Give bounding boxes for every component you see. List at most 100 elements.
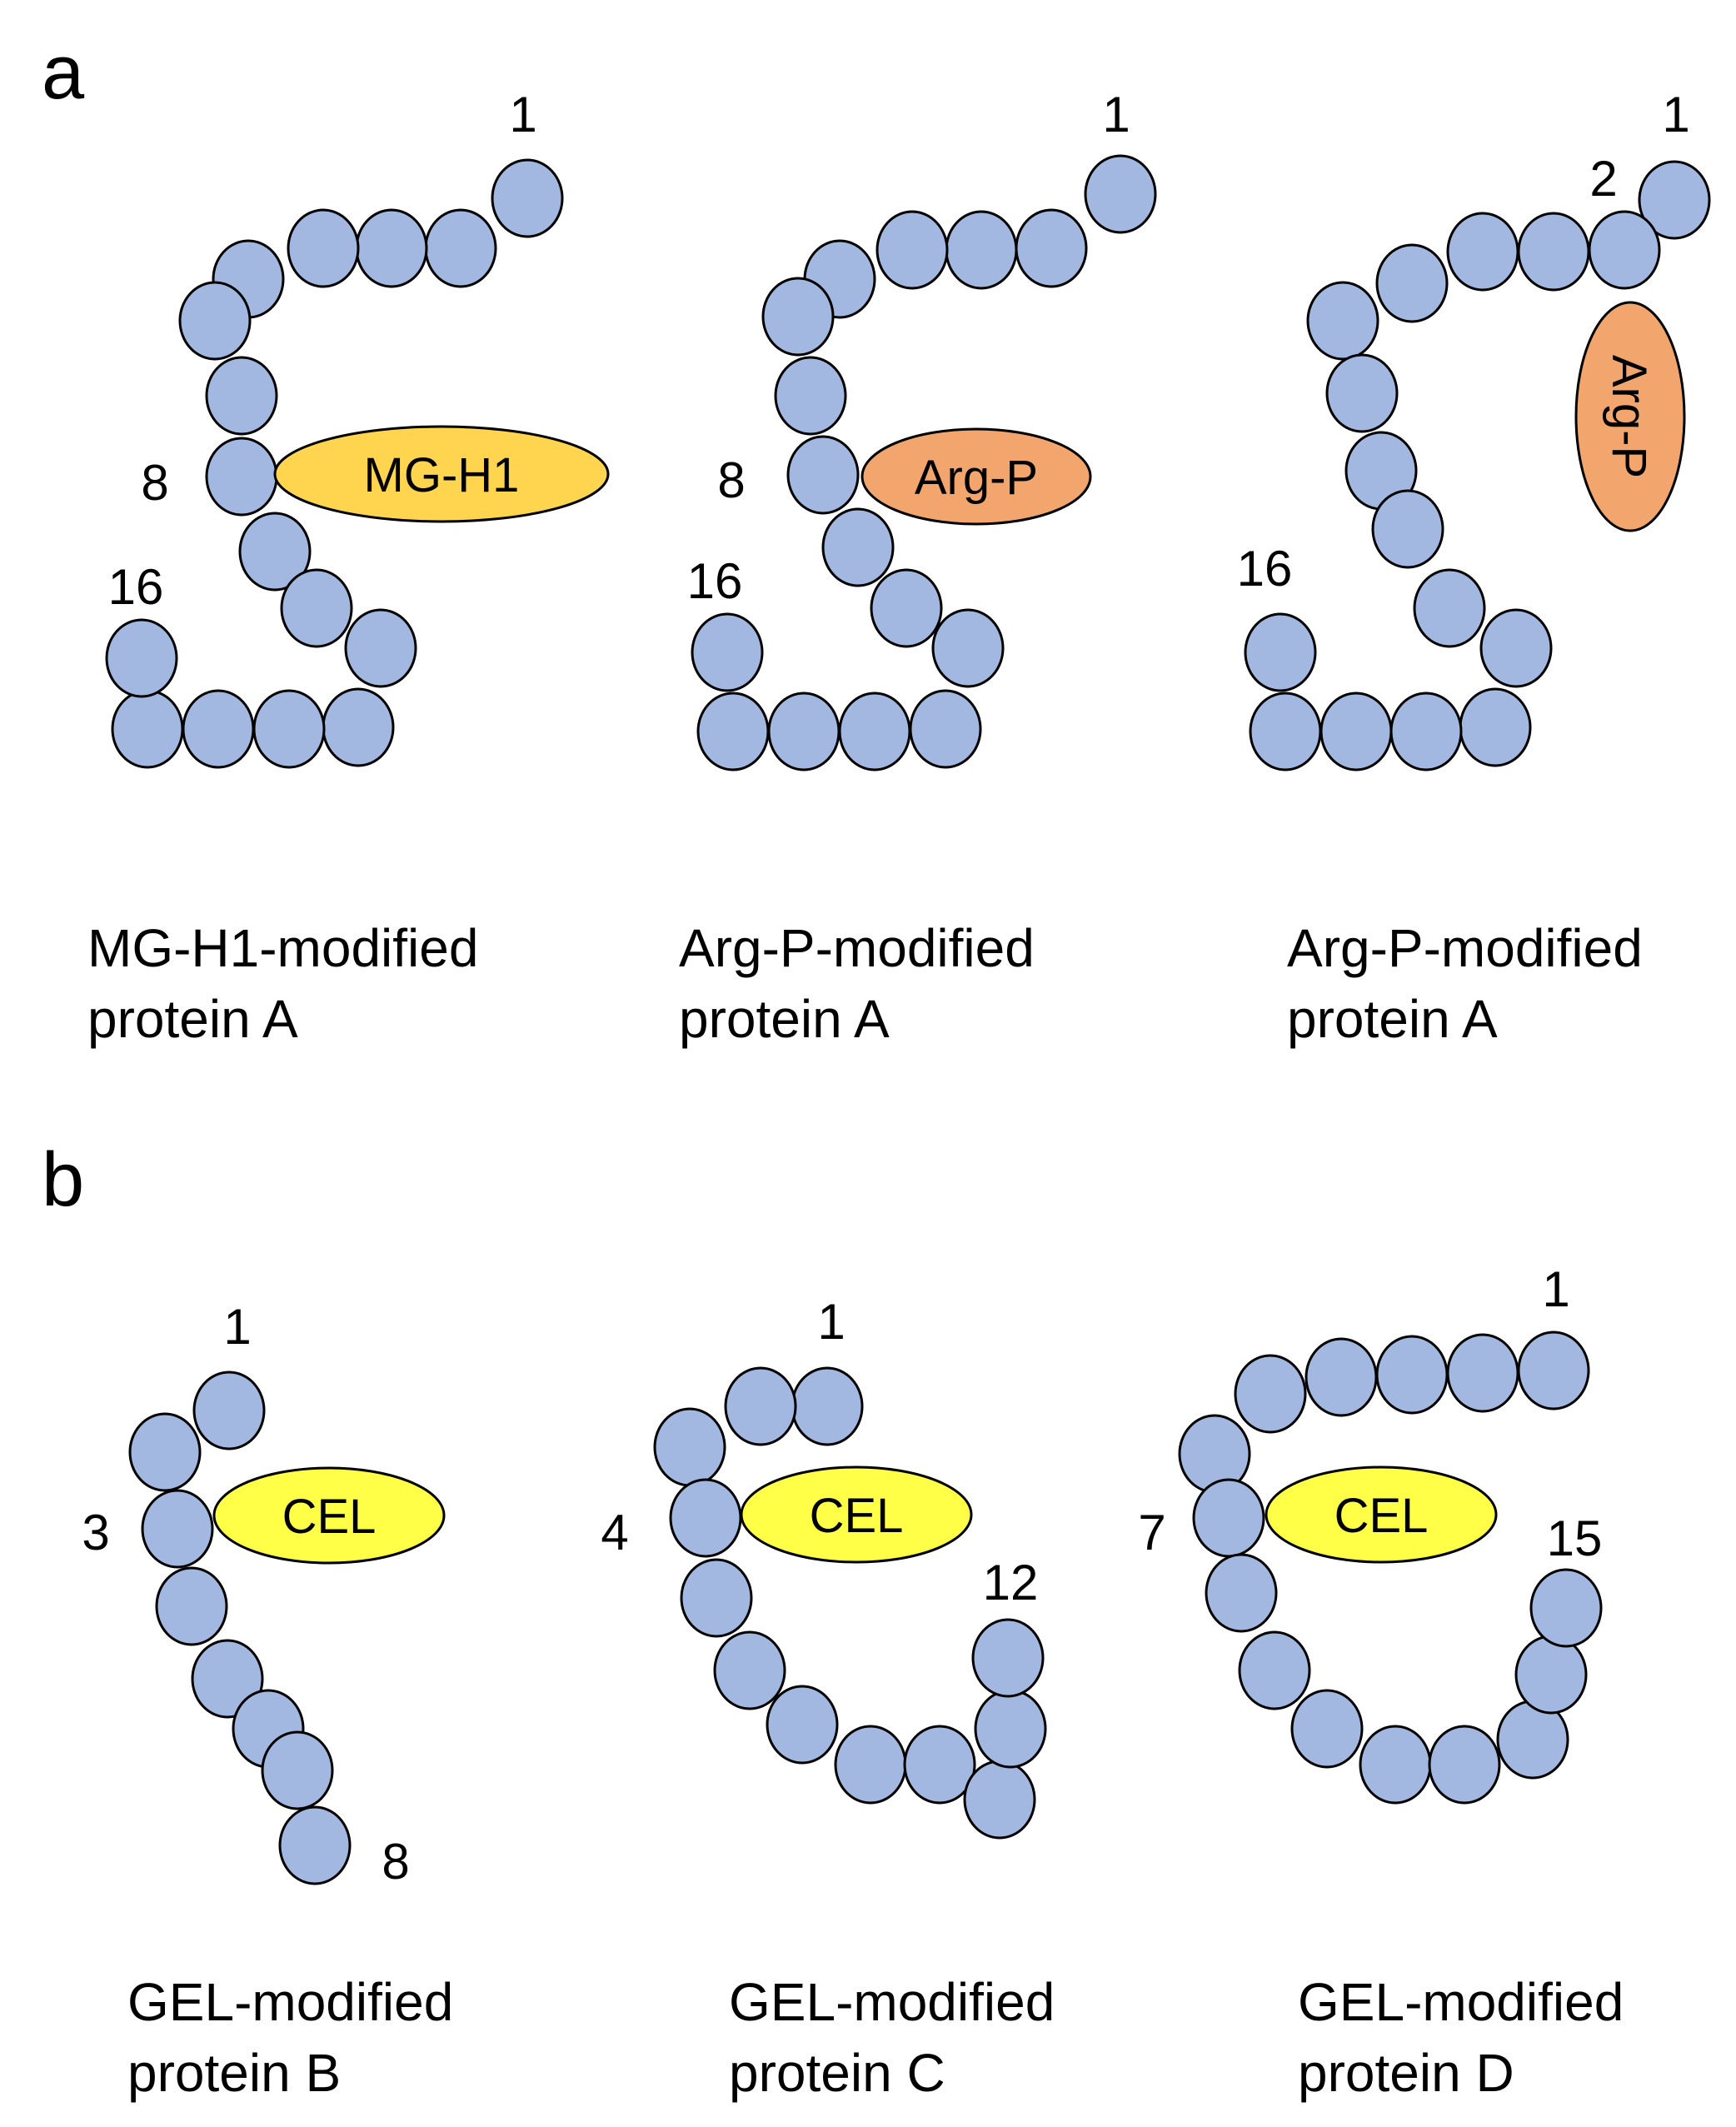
residue-chain: [1178, 1331, 1603, 1805]
cel-modification: [740, 1465, 973, 1564]
residue-bead: [909, 689, 982, 769]
residue-bead: [1517, 212, 1590, 292]
arg-p-label: Arg-P: [915, 451, 1038, 505]
residue-bead: [903, 1725, 976, 1805]
caption-b2-line1: GEL-modified: [729, 1972, 1055, 2032]
cel-label: CEL: [810, 1489, 904, 1543]
caption-b2-line2: protein C: [729, 2043, 945, 2103]
residue-bead: [838, 692, 911, 771]
residue-bead: [322, 687, 395, 767]
mg-h1-label: MG-H1: [364, 448, 520, 502]
residue-bead: [1375, 1335, 1449, 1415]
residue-number-8: 8: [382, 1834, 409, 1890]
residue-bead: [1428, 1725, 1501, 1805]
residue-bead: [669, 1478, 742, 1558]
residue-bead: [774, 356, 847, 436]
residue-bead: [355, 208, 428, 288]
residue-bead: [870, 568, 943, 648]
residue-chain: [105, 158, 564, 769]
residue-chain: [691, 154, 1157, 771]
residue-bead: [766, 1685, 839, 1765]
residue-number-4: 4: [601, 1505, 628, 1560]
residue-number-3: 3: [82, 1505, 109, 1560]
residue-bead: [713, 1630, 786, 1710]
residue-bead: [834, 1725, 907, 1805]
residue-bead: [1529, 1568, 1603, 1648]
residue-number-15: 15: [1547, 1510, 1603, 1566]
residue-bead: [280, 568, 353, 648]
residue-bead: [1238, 1630, 1311, 1710]
caption-a1-line2: protein A: [87, 989, 298, 1049]
residue-number-16: 16: [687, 553, 743, 609]
arg-p-label: Arg-P: [1602, 355, 1656, 478]
arg-p-modification: [861, 427, 1092, 526]
protein-d-diagram: CEL 1 7 15: [1138, 1261, 1603, 1805]
residue-bead: [1084, 154, 1157, 234]
residue-bead: [971, 1618, 1045, 1698]
residue-bead: [344, 608, 417, 688]
caption-a2-line2: protein A: [679, 989, 890, 1049]
protein-b-diagram: CEL 1 3 8: [82, 1299, 446, 1890]
residue-number-8: 8: [141, 455, 168, 511]
residue-bead: [963, 1760, 1036, 1840]
caption-a3-line2: protein A: [1287, 989, 1498, 1049]
residue-bead: [821, 507, 895, 587]
residue-bead: [205, 356, 278, 436]
residue-bead: [680, 1558, 753, 1638]
residue-bead: [1446, 212, 1519, 292]
residue-bead: [1319, 692, 1393, 771]
residue-bead: [178, 281, 252, 361]
residue-bead: [767, 692, 841, 771]
residue-number-1: 1: [223, 1299, 251, 1355]
residue-bead: [653, 1407, 726, 1487]
residue-bead: [1192, 1478, 1265, 1558]
residue-number-7: 7: [1138, 1505, 1165, 1560]
residue-bead: [691, 612, 764, 692]
residue-bead: [931, 608, 1005, 688]
cel-modification: [1265, 1465, 1498, 1564]
residue-bead: [1371, 489, 1444, 569]
residue-number-1: 1: [817, 1294, 845, 1350]
residue-bead: [786, 435, 860, 515]
panel-b-letter: b: [42, 1137, 84, 1222]
cel-label: CEL: [282, 1490, 377, 1544]
cel-label: CEL: [1334, 1489, 1429, 1543]
residue-chain: [653, 1366, 1047, 1840]
residue-chain: [1244, 160, 1711, 771]
residue-bead: [1290, 1689, 1364, 1769]
cel-modification: [212, 1466, 446, 1565]
residue-bead: [205, 437, 278, 517]
residue-bead: [1205, 1553, 1278, 1633]
residue-number-2: 2: [1589, 151, 1617, 207]
residue-bead: [1249, 692, 1322, 771]
caption-b1-line1: GEL-modified: [127, 1972, 453, 2032]
residue-bead: [1446, 1333, 1519, 1413]
residue-bead: [1244, 612, 1317, 692]
residue-bead: [1588, 210, 1661, 290]
residue-bead: [238, 512, 312, 592]
panel-a-letter: a: [42, 30, 85, 115]
protein-a-arg-p-diagram-1: Arg-P 1 8 16: [687, 87, 1157, 771]
residue-bead: [1413, 568, 1486, 648]
protein-c-diagram: CEL 1 4 12: [601, 1294, 1047, 1840]
arg-p-modification: [1574, 301, 1686, 532]
residue-number-1: 1: [509, 87, 536, 142]
residue-bead: [696, 692, 770, 771]
residue-bead: [724, 1366, 797, 1446]
residue-bead: [761, 277, 835, 357]
residue-bead: [1015, 208, 1088, 288]
residue-bead: [1306, 281, 1379, 361]
residue-bead: [287, 208, 360, 288]
mg-h1-modification: [273, 425, 610, 523]
residue-bead: [791, 1366, 864, 1446]
residue-bead: [128, 1412, 202, 1492]
residue-bead: [278, 1805, 352, 1885]
caption-b3-line1: GEL-modified: [1298, 1972, 1624, 2032]
residue-bead: [875, 210, 949, 290]
caption-b1-line2: protein B: [127, 2043, 341, 2103]
residue-bead: [192, 1371, 266, 1450]
residue-bead: [945, 210, 1018, 290]
residue-number-1: 1: [1102, 87, 1130, 142]
protein-a-arg-p-diagram-2: Arg-P 1 2 16: [1237, 87, 1711, 771]
